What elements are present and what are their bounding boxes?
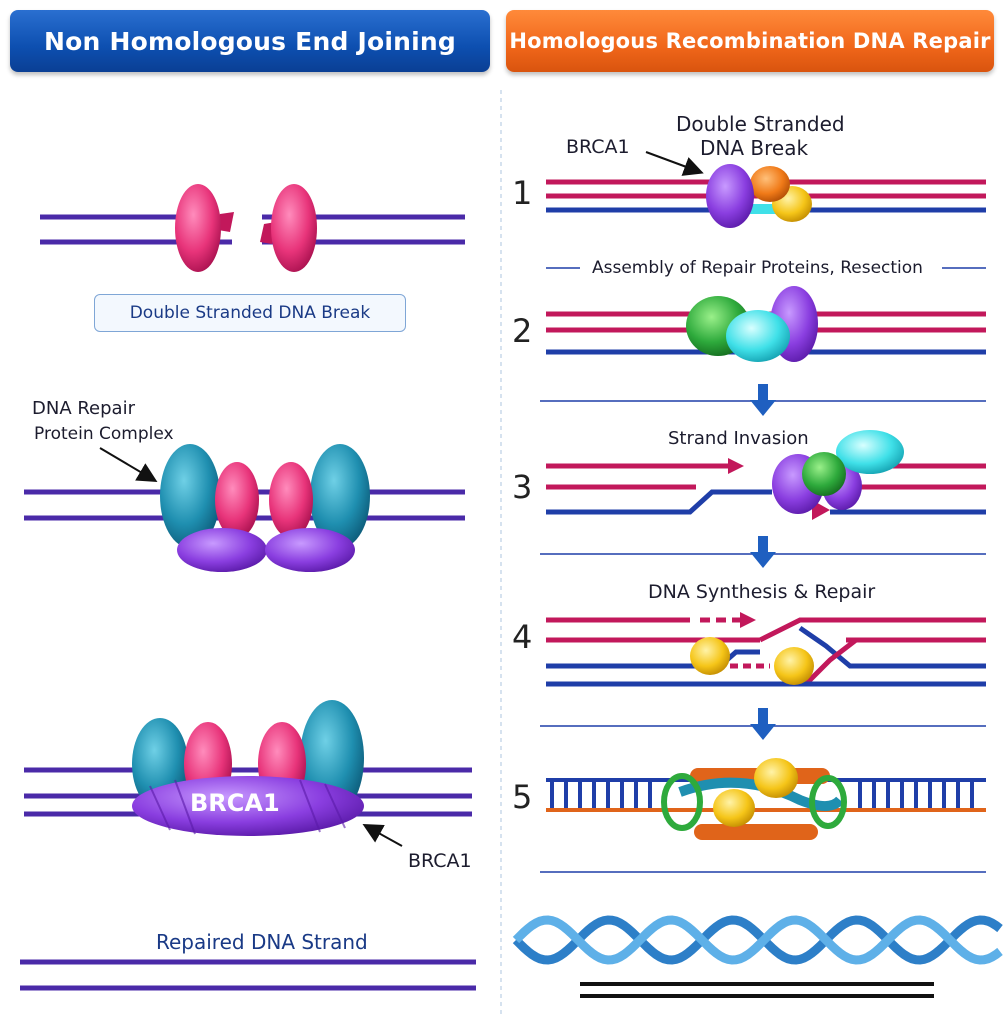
step-number-3: 3 <box>512 468 533 506</box>
step-number-1: 1 <box>512 174 533 212</box>
nhej-break-stage <box>40 184 465 272</box>
brca1-callout: BRCA1 <box>408 850 472 872</box>
hr-brca1-callout: BRCA1 <box>566 136 630 158</box>
hr-step1 <box>546 151 986 228</box>
hr-header: Homologous Recombination DNA Repair <box>506 10 994 72</box>
brca1-inner-label: BRCA1 <box>190 789 280 817</box>
assembly-label: Assembly of Repair Proteins, Resection <box>592 258 923 278</box>
hr-step3 <box>546 430 986 520</box>
hr-step4 <box>546 612 986 687</box>
nhej-brca1-stage <box>24 700 472 847</box>
ku-protein-left <box>175 184 221 272</box>
step-arrow-2 <box>750 536 776 568</box>
hr-step5 <box>546 758 986 840</box>
step-arrow-1 <box>750 384 776 416</box>
step-arrow-3 <box>750 708 776 740</box>
invasion-label: Strand Invasion <box>668 428 809 449</box>
nhej-complex-stage <box>24 444 465 572</box>
step-number-2: 2 <box>512 312 533 350</box>
complex-label-line2: Protein Complex <box>34 424 174 444</box>
break-title-line1: Double Stranded <box>676 112 845 136</box>
hr-step2 <box>546 286 986 362</box>
repaired-label: Repaired DNA Strand <box>156 930 368 954</box>
step-number-5: 5 <box>512 778 533 816</box>
step-number-4: 4 <box>512 618 533 656</box>
nhej-header: Non Homologous End Joining <box>10 10 490 72</box>
ku-protein-right <box>271 184 317 272</box>
repaired-helix <box>512 915 1003 998</box>
complex-label-line1: DNA Repair <box>32 398 135 419</box>
break-label-box: Double Stranded DNA Break <box>94 294 406 332</box>
break-title-line2: DNA Break <box>700 136 809 160</box>
synthesis-label: DNA Synthesis & Repair <box>648 581 876 603</box>
nhej-repaired-stage <box>20 959 476 991</box>
